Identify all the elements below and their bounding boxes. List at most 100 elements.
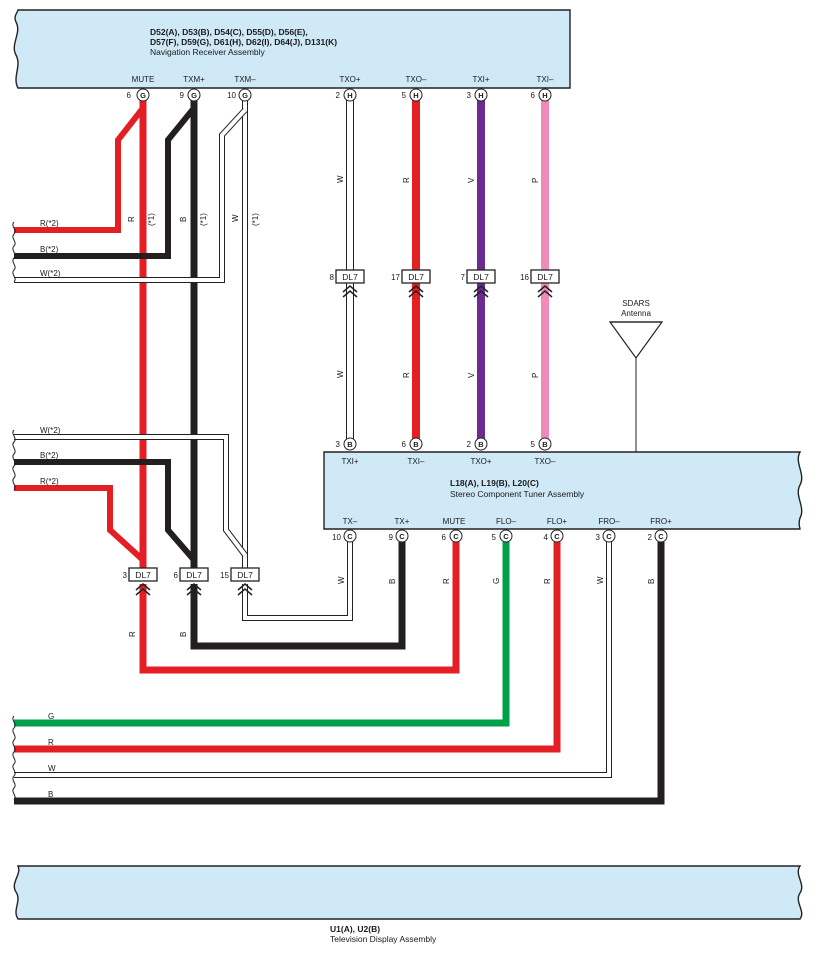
wire-label: R [128, 631, 137, 637]
nav-pin-label: MUTE [132, 75, 155, 84]
tuner-pin-num: 5 [492, 533, 497, 542]
wire-label: B [179, 217, 188, 222]
dl7-label: DL7 [342, 272, 358, 282]
nav-pin-circle [238, 88, 252, 102]
tuner-pin-conn: B [347, 440, 353, 449]
tuner-pin-conn: B [413, 440, 419, 449]
wire-label: W [337, 576, 346, 584]
nav-pin-label: TXM– [234, 75, 256, 84]
tuner-pin-num: 9 [389, 533, 394, 542]
connector-chevron-icon [537, 285, 553, 298]
tuner-pin-conn: C [606, 532, 612, 541]
dl7-connector [466, 269, 496, 284]
tuner-pin-label: FLO– [496, 517, 517, 526]
wire-label: R(*2) [40, 477, 59, 486]
tuner-pin-num: 6 [442, 533, 447, 542]
wire-red-flo-plus [14, 542, 561, 753]
dl7-connectors-mid: 8 DL7 17 DL7 7 DL7 16 DL7 [330, 269, 560, 298]
dl7-pin-num: 16 [520, 273, 529, 282]
tuner-pin-label: TXO– [535, 457, 556, 466]
tuner-pin-label: FRO+ [650, 517, 672, 526]
nav-codes-line2: D57(F), D59(G), D61(H), D62(I), D64(J), … [150, 37, 337, 47]
wire-label: W [231, 214, 240, 222]
wire-label: R(*2) [40, 219, 59, 228]
nav-pin-num: 6 [127, 91, 132, 100]
nav-pin-label: TXI– [537, 75, 554, 84]
wire-break-marks [12, 221, 16, 801]
tuner-pin-num: 2 [467, 440, 472, 449]
wire-label: B [179, 632, 188, 637]
tuner-pin-conn: C [554, 532, 560, 541]
dl7-pin-num: 15 [220, 571, 229, 580]
wire-label: B [388, 579, 397, 584]
tuner-pin-num: 6 [402, 440, 407, 449]
tuner-pin-circle [474, 437, 488, 451]
tuner-pin-num: 2 [648, 533, 653, 542]
wire-green-flo-minus [14, 542, 510, 727]
wire-label: G [492, 578, 501, 584]
nav-pin-circle [343, 88, 357, 102]
wire-black-txm-plus [14, 100, 198, 570]
tuner-pin-circle [343, 529, 357, 543]
wire-label: W(*2) [40, 269, 61, 278]
wire-label: W(*2) [40, 426, 61, 435]
wire-label: W [336, 370, 345, 378]
dl7-label: DL7 [135, 570, 151, 580]
nav-pin-conn: H [542, 91, 547, 100]
wire-label: P [531, 373, 540, 378]
nav-pins: MUTE 6 G TXM+ 9 G TXM– 10 G TXO+ 2 H TXO… [127, 75, 554, 102]
tuner-pin-num: 4 [544, 533, 549, 542]
tuner-pin-label: TX– [343, 517, 358, 526]
nav-pin-num: 6 [531, 91, 536, 100]
wire-label: V [467, 372, 476, 378]
tuner-pin-circle [343, 437, 357, 451]
nav-pin-circle [187, 88, 201, 102]
wire-label: R [48, 738, 54, 747]
nav-pin-conn: G [140, 91, 146, 100]
dl7-connector [230, 567, 260, 582]
tuner-pin-circle [602, 529, 616, 543]
dl7-label: DL7 [237, 570, 253, 580]
wire-white-tx-minus [242, 542, 353, 621]
wire-label: R [402, 372, 411, 378]
wire-label: R [127, 216, 136, 222]
tuner-pin-circle [395, 529, 409, 543]
tuner-pin-circle [538, 437, 552, 451]
dl7-label: DL7 [186, 570, 202, 580]
tuner-top-pins: 3 B TXI+ 6 B TXI– 2 B TXO+ 5 B TXO– [336, 437, 556, 466]
wire-red-mute [14, 100, 147, 570]
nav-pin-num: 3 [467, 91, 472, 100]
wire-label: W [596, 576, 605, 584]
nav-pin-conn: G [242, 91, 248, 100]
tuner-pin-label: TXO+ [470, 457, 491, 466]
dl7-connectors-low: 3 DL7 6 DL7 15 DL7 [123, 567, 260, 596]
tuner-pin-conn: C [658, 532, 664, 541]
nav-pin-num: 9 [180, 91, 185, 100]
nav-pin-conn: H [478, 91, 483, 100]
tuner-pin-conn: C [453, 532, 459, 541]
tuner-codes: L18(A), L19(B), L20(C) [450, 478, 539, 488]
dl7-pin-num: 3 [123, 571, 128, 580]
wire-white-fro-minus [14, 542, 612, 778]
antenna-label-1: SDARS [622, 299, 650, 308]
wire-label: B [48, 790, 53, 799]
nav-pin-circle [409, 88, 423, 102]
connector-chevron-icon [342, 285, 358, 298]
tuner-pin-num: 3 [336, 440, 341, 449]
dl7-pin-num: 7 [461, 273, 466, 282]
tuner-pin-circle [550, 529, 564, 543]
wire-label: R [402, 177, 411, 183]
nav-pin-label: TXI+ [472, 75, 489, 84]
nav-pin-conn: G [191, 91, 197, 100]
dl7-connector [335, 269, 365, 284]
nav-pin-conn: H [347, 91, 352, 100]
dl7-pin-num: 6 [174, 571, 179, 580]
wire-black-fro-plus [14, 542, 665, 805]
wire-label: P [531, 178, 540, 183]
tuner-bottom-pins: TX– 10 C TX+ 9 C MUTE 6 C FLO– 5 C FLO+ … [332, 517, 672, 543]
tuner-name: Stereo Component Tuner Assembly [450, 489, 585, 499]
dl7-connector [128, 567, 158, 582]
wire-label: (*1) [199, 213, 208, 226]
dl7-pin-num: 17 [391, 273, 400, 282]
